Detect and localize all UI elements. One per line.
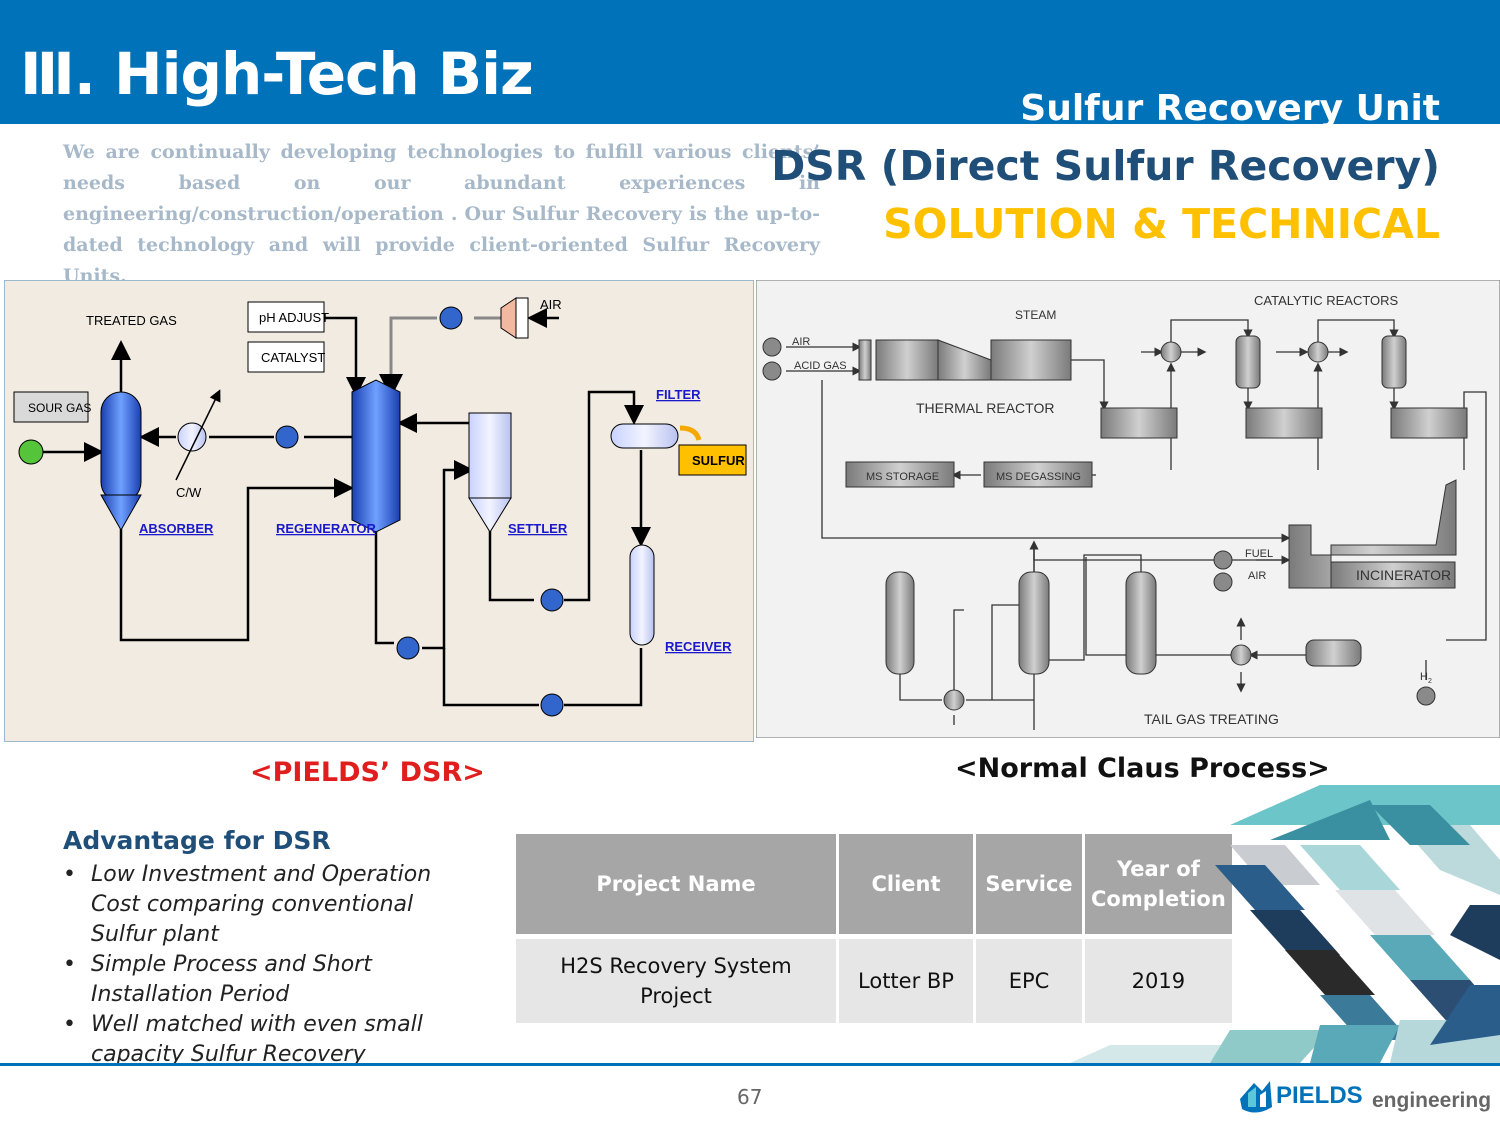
dsr-process-diagram: TREATED GAS pH ADJUST CATALYST AIR SOUR …: [4, 280, 754, 742]
header-year: Year of Completion: [1085, 834, 1232, 934]
h2-label: H2: [1420, 671, 1432, 685]
advantage-item: Simple Process and Short Installation Pe…: [63, 950, 463, 1010]
sour-gas-label: SOUR GAS: [28, 401, 91, 415]
pields-logo: PIELDS engineering: [1240, 1081, 1491, 1113]
receiver-label: RECEIVER: [665, 639, 732, 654]
table-header-row: Project Name Client Service Year of Comp…: [516, 834, 1232, 934]
absorber-label: ABSORBER: [139, 521, 214, 536]
solution-heading: SOLUTION & TECHNICAL: [883, 200, 1440, 248]
cw-label: C/W: [176, 485, 202, 500]
logo-subtitle: engineering: [1372, 1089, 1491, 1112]
cell-project-name: H2S Recovery System Project: [516, 939, 836, 1023]
decorative-pattern: [1070, 785, 1500, 1063]
dsr-diagram-caption: <PIELDS’ DSR>: [250, 757, 485, 788]
steam-label: STEAM: [1015, 308, 1056, 322]
cell-year: 2019: [1085, 939, 1232, 1023]
dsr-heading: DSR (Direct Sulfur Recovery): [771, 142, 1440, 190]
ms-storage-label: MS STORAGE: [866, 471, 939, 483]
header-bar: [0, 0, 1500, 124]
claus-process-diagram: CATALYTIC REACTORS STEAM AIR ACID GAS TH…: [756, 280, 1500, 738]
page-title: Ⅲ. High-Tech Biz: [20, 40, 534, 108]
regenerator-label: REGENERATOR: [276, 521, 377, 536]
pields-logo-icon: [1240, 1081, 1272, 1113]
cell-service: EPC: [976, 939, 1082, 1023]
project-table: Project Name Client Service Year of Comp…: [513, 829, 1235, 1028]
table-row: H2S Recovery System Project Lotter BP EP…: [516, 939, 1232, 1023]
header-project-name: Project Name: [516, 834, 836, 934]
logo-name: PIELDS: [1276, 1082, 1363, 1109]
acid-gas-label: ACID GAS: [794, 360, 847, 372]
header-service: Service: [976, 834, 1082, 934]
ph-adjust-label: pH ADJUST: [259, 310, 329, 325]
air-label: AIR: [540, 297, 562, 312]
treated-gas-label: TREATED GAS: [86, 313, 177, 328]
catalytic-reactors-label: CATALYTIC REACTORS: [1254, 293, 1399, 308]
advantage-item: Low Investment and Operation Cost compar…: [63, 860, 463, 950]
advantages-list: Low Investment and Operation Cost compar…: [63, 860, 463, 1070]
incinerator-label: INCINERATOR: [1356, 567, 1451, 583]
air-label-incinerator: AIR: [1248, 570, 1266, 582]
cell-client: Lotter BP: [839, 939, 973, 1023]
unit-subtitle: Sulfur Recovery Unit: [1020, 88, 1440, 129]
header-client: Client: [839, 834, 973, 934]
advantages-title: Advantage for DSR: [63, 826, 331, 855]
footer-divider: [0, 1063, 1500, 1066]
catalyst-label: CATALYST: [261, 350, 325, 365]
tail-gas-treating-label: TAIL GAS TREATING: [1144, 711, 1279, 727]
page-number: 67: [737, 1085, 763, 1109]
settler-label: SETTLER: [508, 521, 568, 536]
air-label-claus: AIR: [792, 336, 810, 348]
claus-diagram-caption: <Normal Claus Process>: [955, 753, 1330, 784]
sulfur-label: SULFUR: [692, 453, 745, 468]
intro-paragraph: We are continually developing technologi…: [63, 141, 820, 287]
fuel-label: FUEL: [1245, 548, 1273, 560]
filter-label: FILTER: [656, 387, 701, 402]
advantage-item: Well matched with even small capacity Su…: [63, 1010, 463, 1070]
ms-degassing-label: MS DEGASSING: [996, 471, 1081, 483]
thermal-reactor-label: THERMAL REACTOR: [916, 400, 1054, 416]
